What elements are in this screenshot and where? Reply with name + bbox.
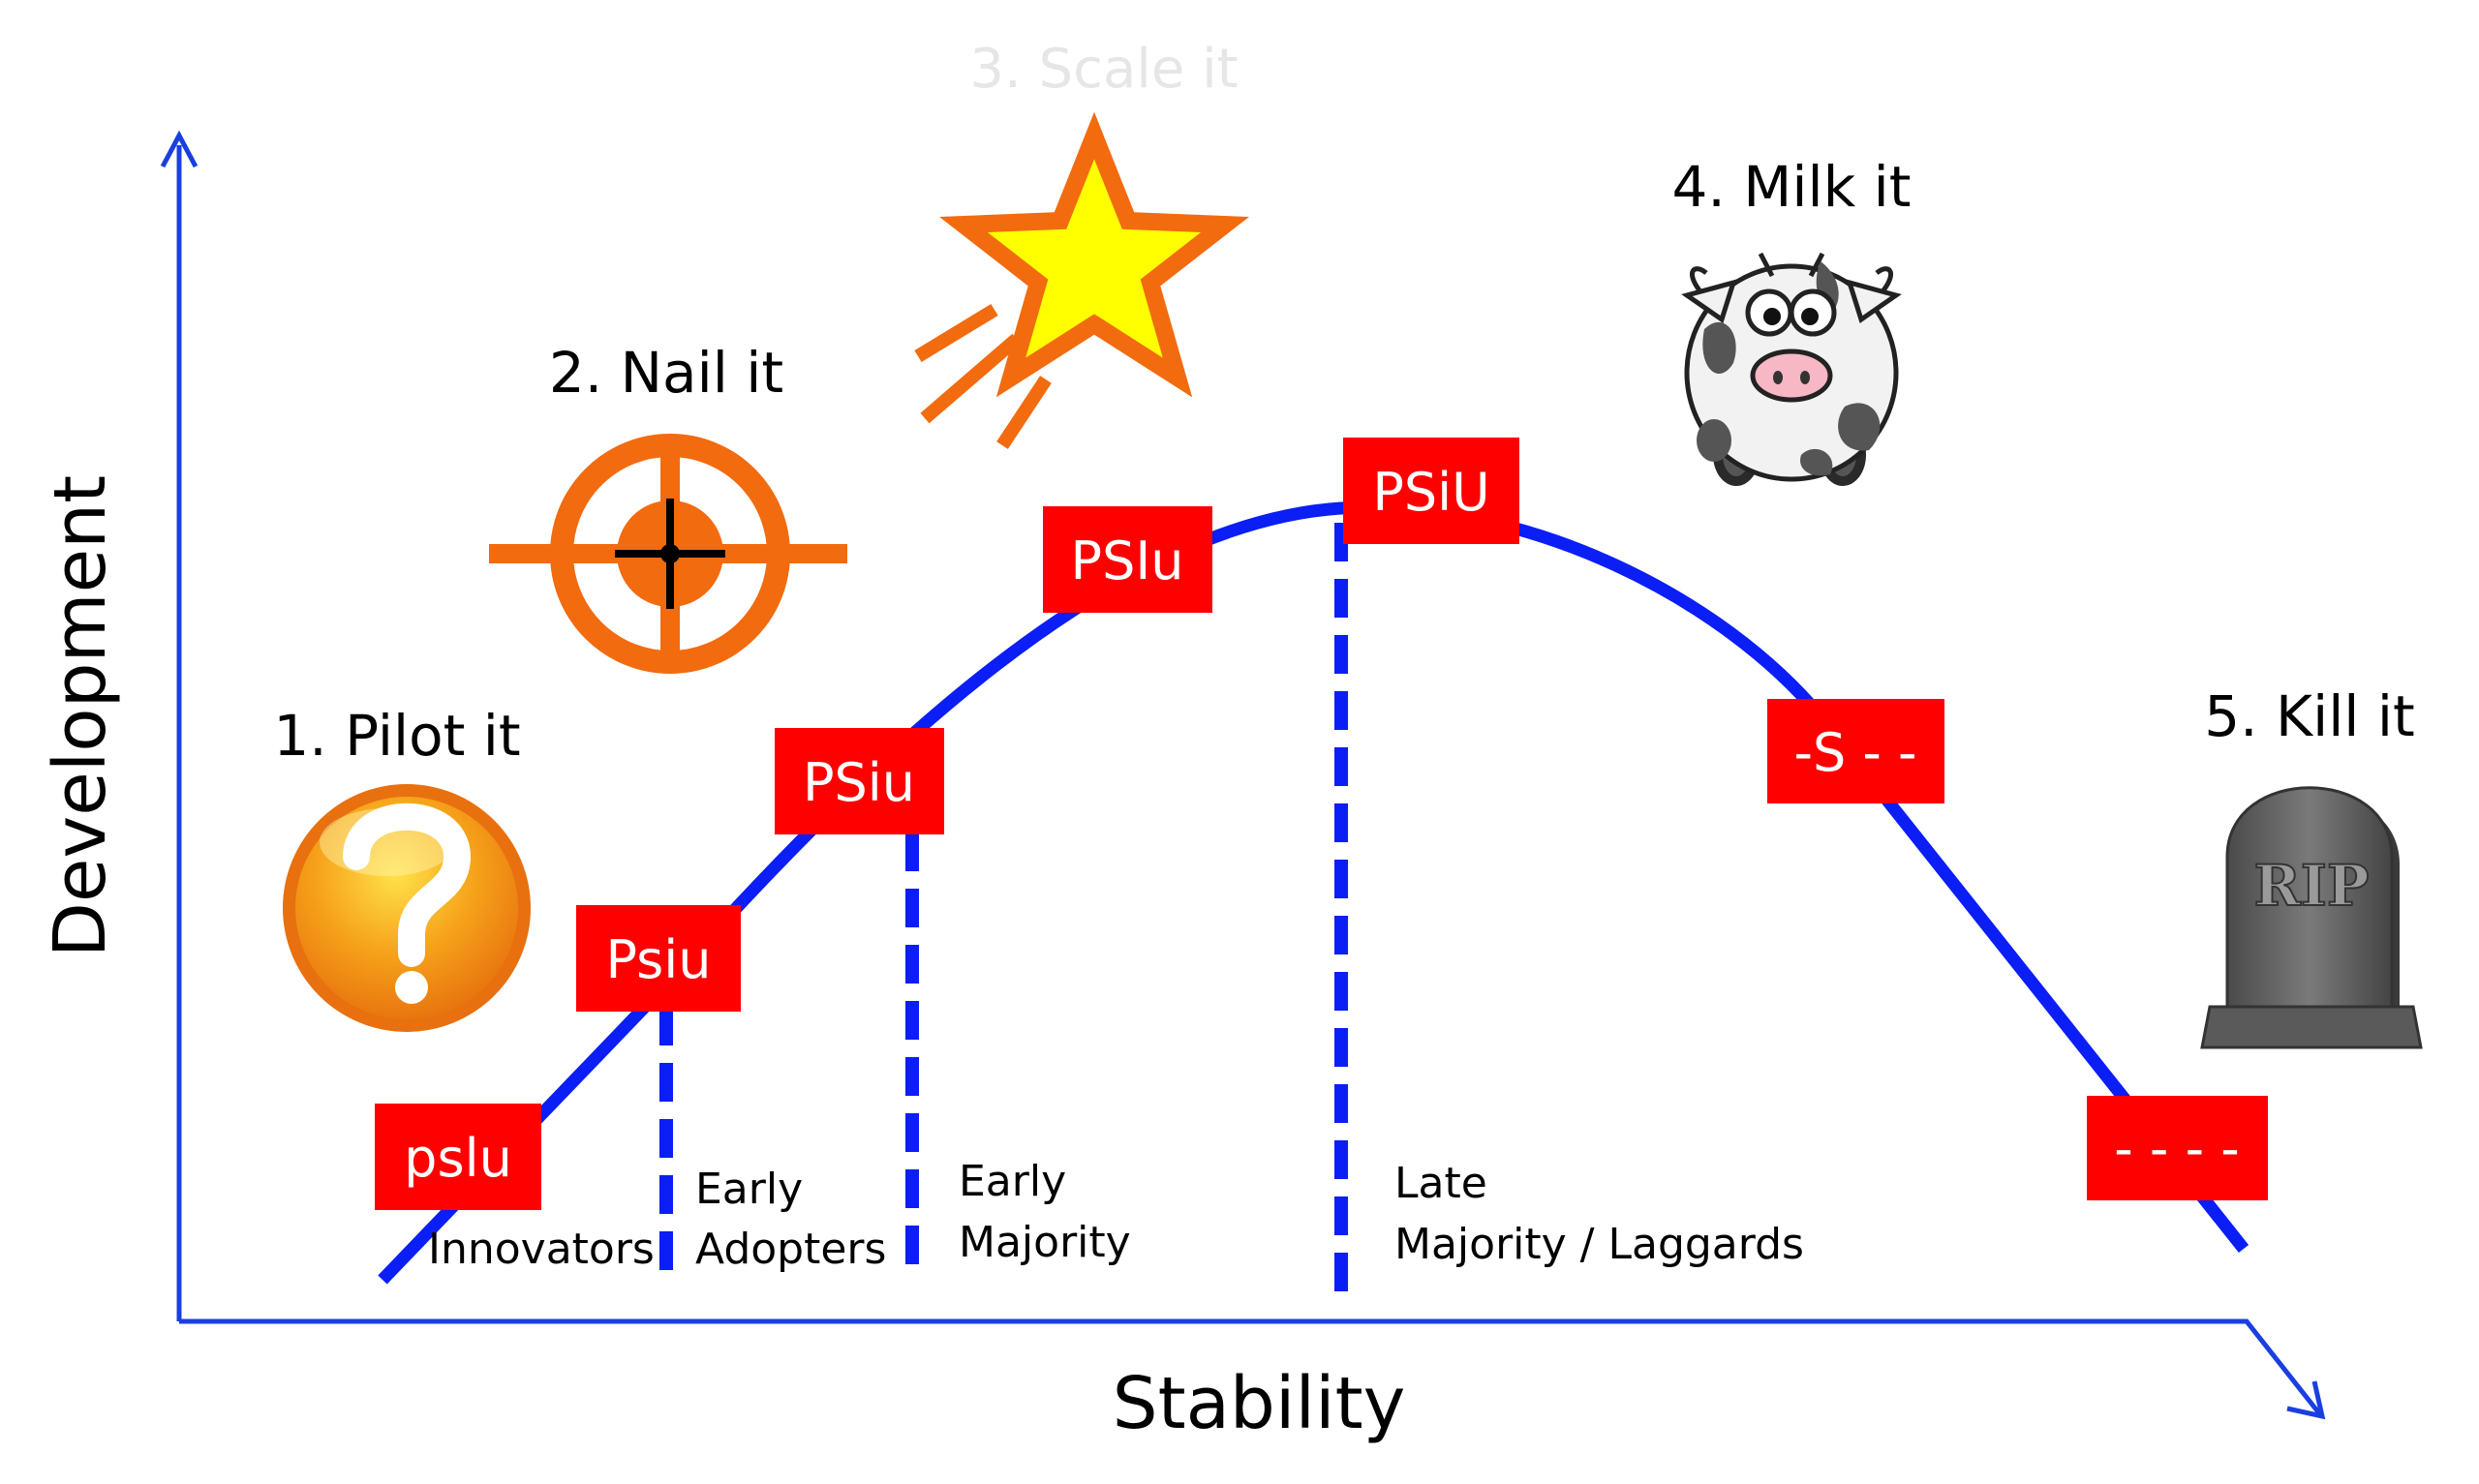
curve-box-label: PSiU xyxy=(1372,462,1489,523)
segment-labels: Innovators Early Adopters Early Majority… xyxy=(428,1157,1804,1274)
cow-icon xyxy=(1681,252,1902,486)
segment-dividers xyxy=(659,523,1348,1302)
target-icon xyxy=(489,434,847,674)
tombstone-text: RIP xyxy=(2254,853,2370,919)
tombstone-icon: RIP xyxy=(2200,786,2423,1049)
stage-3-label: 3. Scale it xyxy=(969,38,1238,101)
segment-late-majority-line2: Majority / Laggards xyxy=(1394,1220,1804,1269)
curve-box-7: - - - - xyxy=(2087,1096,2268,1200)
curve-box-1: pslu xyxy=(375,1104,541,1210)
stage-1-label: 1. Pilot it xyxy=(273,703,520,769)
x-axis-arrowhead xyxy=(2286,1380,2326,1420)
curve-box-6: -S - - xyxy=(1767,699,1944,803)
curve-box-label: Psiu xyxy=(606,929,712,990)
segment-early-adopters-line2: Adopters xyxy=(695,1225,886,1274)
curve-box-4: PSIu xyxy=(1043,506,1212,613)
stage-5-label: 5. Kill it xyxy=(2204,683,2414,749)
axes xyxy=(160,130,2326,1420)
curve-box-label: - - - - xyxy=(2114,1118,2239,1179)
segment-innovators: Innovators xyxy=(428,1225,655,1274)
y-axis-arrowhead xyxy=(160,130,199,168)
x-axis-line xyxy=(179,1318,2321,1415)
segment-early-majority-line2: Majority xyxy=(959,1218,1131,1267)
stage-4-label: 4. Milk it xyxy=(1672,154,1912,220)
curve-box-label: pslu xyxy=(404,1128,512,1189)
segment-late-majority-line1: Late xyxy=(1394,1159,1487,1208)
question-mark-icon xyxy=(283,784,531,1032)
x-axis-label: Stability xyxy=(1113,1362,1406,1445)
curve-box-label: PSIu xyxy=(1071,530,1184,591)
curve-box-label: PSiu xyxy=(803,752,915,813)
segment-early-majority-line1: Early xyxy=(959,1157,1066,1206)
shooting-star-icon xyxy=(914,111,1249,449)
stage-2-label: 2. Nail it xyxy=(549,340,783,406)
curve-box-3: PSiu xyxy=(775,728,944,834)
curve-box-label: -S - - xyxy=(1793,722,1916,783)
curve-box-2: Psiu xyxy=(576,905,741,1012)
y-axis-label: Development xyxy=(39,475,122,957)
segment-early-adopters-line1: Early xyxy=(695,1165,803,1214)
curve-box-5: PSiU xyxy=(1343,438,1519,544)
